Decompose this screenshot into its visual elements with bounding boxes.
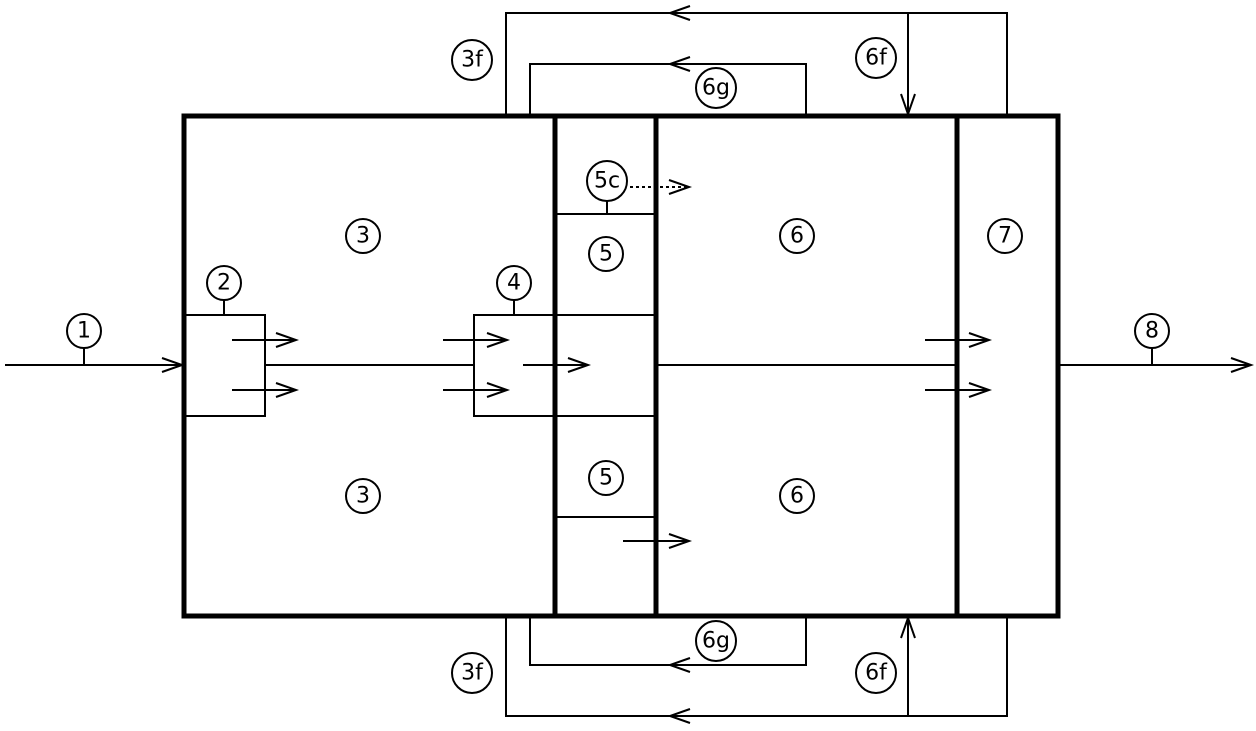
svg-text:6: 6	[790, 224, 804, 249]
svg-text:6: 6	[790, 484, 804, 509]
label-3f-top: 3f	[451, 39, 493, 81]
svg-text:1: 1	[77, 319, 91, 344]
bottom-6g-loop	[529, 616, 807, 666]
chamber5-arrow-bottom	[623, 533, 693, 549]
svg-text:3: 3	[356, 224, 370, 249]
box4-arrow-lower	[443, 382, 511, 398]
chamber5-arrow-middle	[523, 357, 592, 373]
svg-text:3: 3	[356, 484, 370, 509]
bottom-3f-loop	[505, 616, 1008, 717]
label-5-top: 5	[588, 236, 624, 272]
svg-text:5c: 5c	[594, 169, 620, 194]
svg-text:5: 5	[599, 242, 613, 267]
label-6-bottom: 6	[779, 478, 815, 514]
svg-text:7: 7	[998, 224, 1012, 249]
label-5c: 5c	[586, 160, 628, 202]
chamber6-arrow-upper	[925, 332, 993, 348]
svg-text:6g: 6g	[702, 629, 730, 654]
label-6f-bottom: 6f	[855, 652, 897, 694]
label-3f-bottom: 3f	[451, 652, 493, 694]
label-5-bottom: 5	[588, 460, 624, 496]
label-6g-top: 6g	[695, 67, 737, 109]
svg-text:6g: 6g	[702, 76, 730, 101]
svg-text:2: 2	[217, 271, 231, 296]
chamber6-arrow-lower	[925, 382, 993, 398]
label-1: 1	[66, 313, 102, 349]
svg-text:6f: 6f	[865, 661, 888, 686]
label-6f-top: 6f	[855, 37, 897, 79]
label-2: 2	[206, 265, 242, 301]
svg-text:8: 8	[1145, 319, 1159, 344]
top-6f-arrowhead	[900, 93, 916, 118]
label-6g-bottom: 6g	[695, 620, 737, 662]
svg-text:5: 5	[599, 466, 613, 491]
box2-arrow-lower	[232, 382, 300, 398]
svg-text:6f: 6f	[865, 46, 888, 71]
label-4: 4	[496, 265, 532, 301]
5c-arrow	[630, 179, 693, 195]
label-3-bottom: 3	[345, 478, 381, 514]
outlet-arrowhead	[1230, 357, 1255, 373]
top-3f-arrowhead	[666, 5, 691, 21]
top-6g-arrowhead	[666, 56, 691, 72]
label-8: 8	[1134, 313, 1170, 349]
label-7: 7	[987, 218, 1023, 254]
top-3f-loop	[505, 12, 1008, 116]
top-6g-loop	[529, 63, 807, 116]
bottom-3f-arrowhead	[666, 708, 691, 724]
svg-text:3f: 3f	[461, 661, 484, 686]
svg-text:4: 4	[507, 271, 521, 296]
inlet-arrowhead	[161, 357, 186, 373]
bottom-6f-arrowhead	[900, 614, 916, 639]
inlet-box-2	[183, 314, 266, 417]
bottom-6g-arrowhead	[666, 657, 691, 673]
label-6-top: 6	[779, 218, 815, 254]
svg-text:3f: 3f	[461, 48, 484, 73]
label-3-top: 3	[345, 218, 381, 254]
box4-arrow-upper	[443, 332, 511, 348]
box2-arrow-upper	[232, 332, 300, 348]
